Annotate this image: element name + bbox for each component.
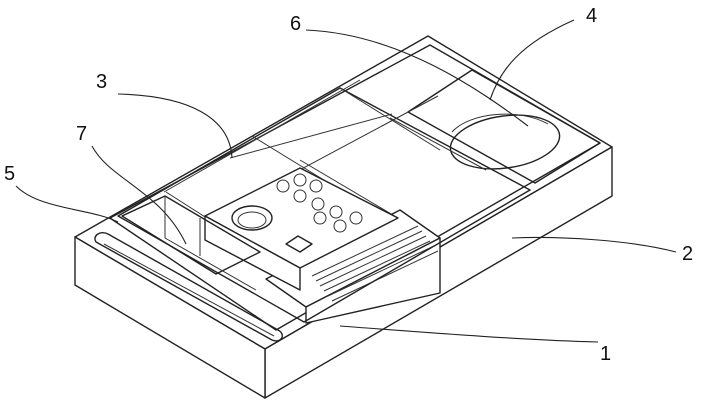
label-3: 3 [96, 71, 107, 93]
label-7: 7 [76, 123, 87, 145]
leader-3 [118, 94, 232, 158]
label-4: 4 [586, 5, 597, 27]
label-5: 5 [4, 163, 15, 185]
label-2: 2 [682, 243, 693, 265]
label-6: 6 [290, 13, 301, 35]
label-1: 1 [600, 343, 611, 365]
leader-1 [340, 326, 598, 342]
leader-5 [16, 186, 118, 222]
